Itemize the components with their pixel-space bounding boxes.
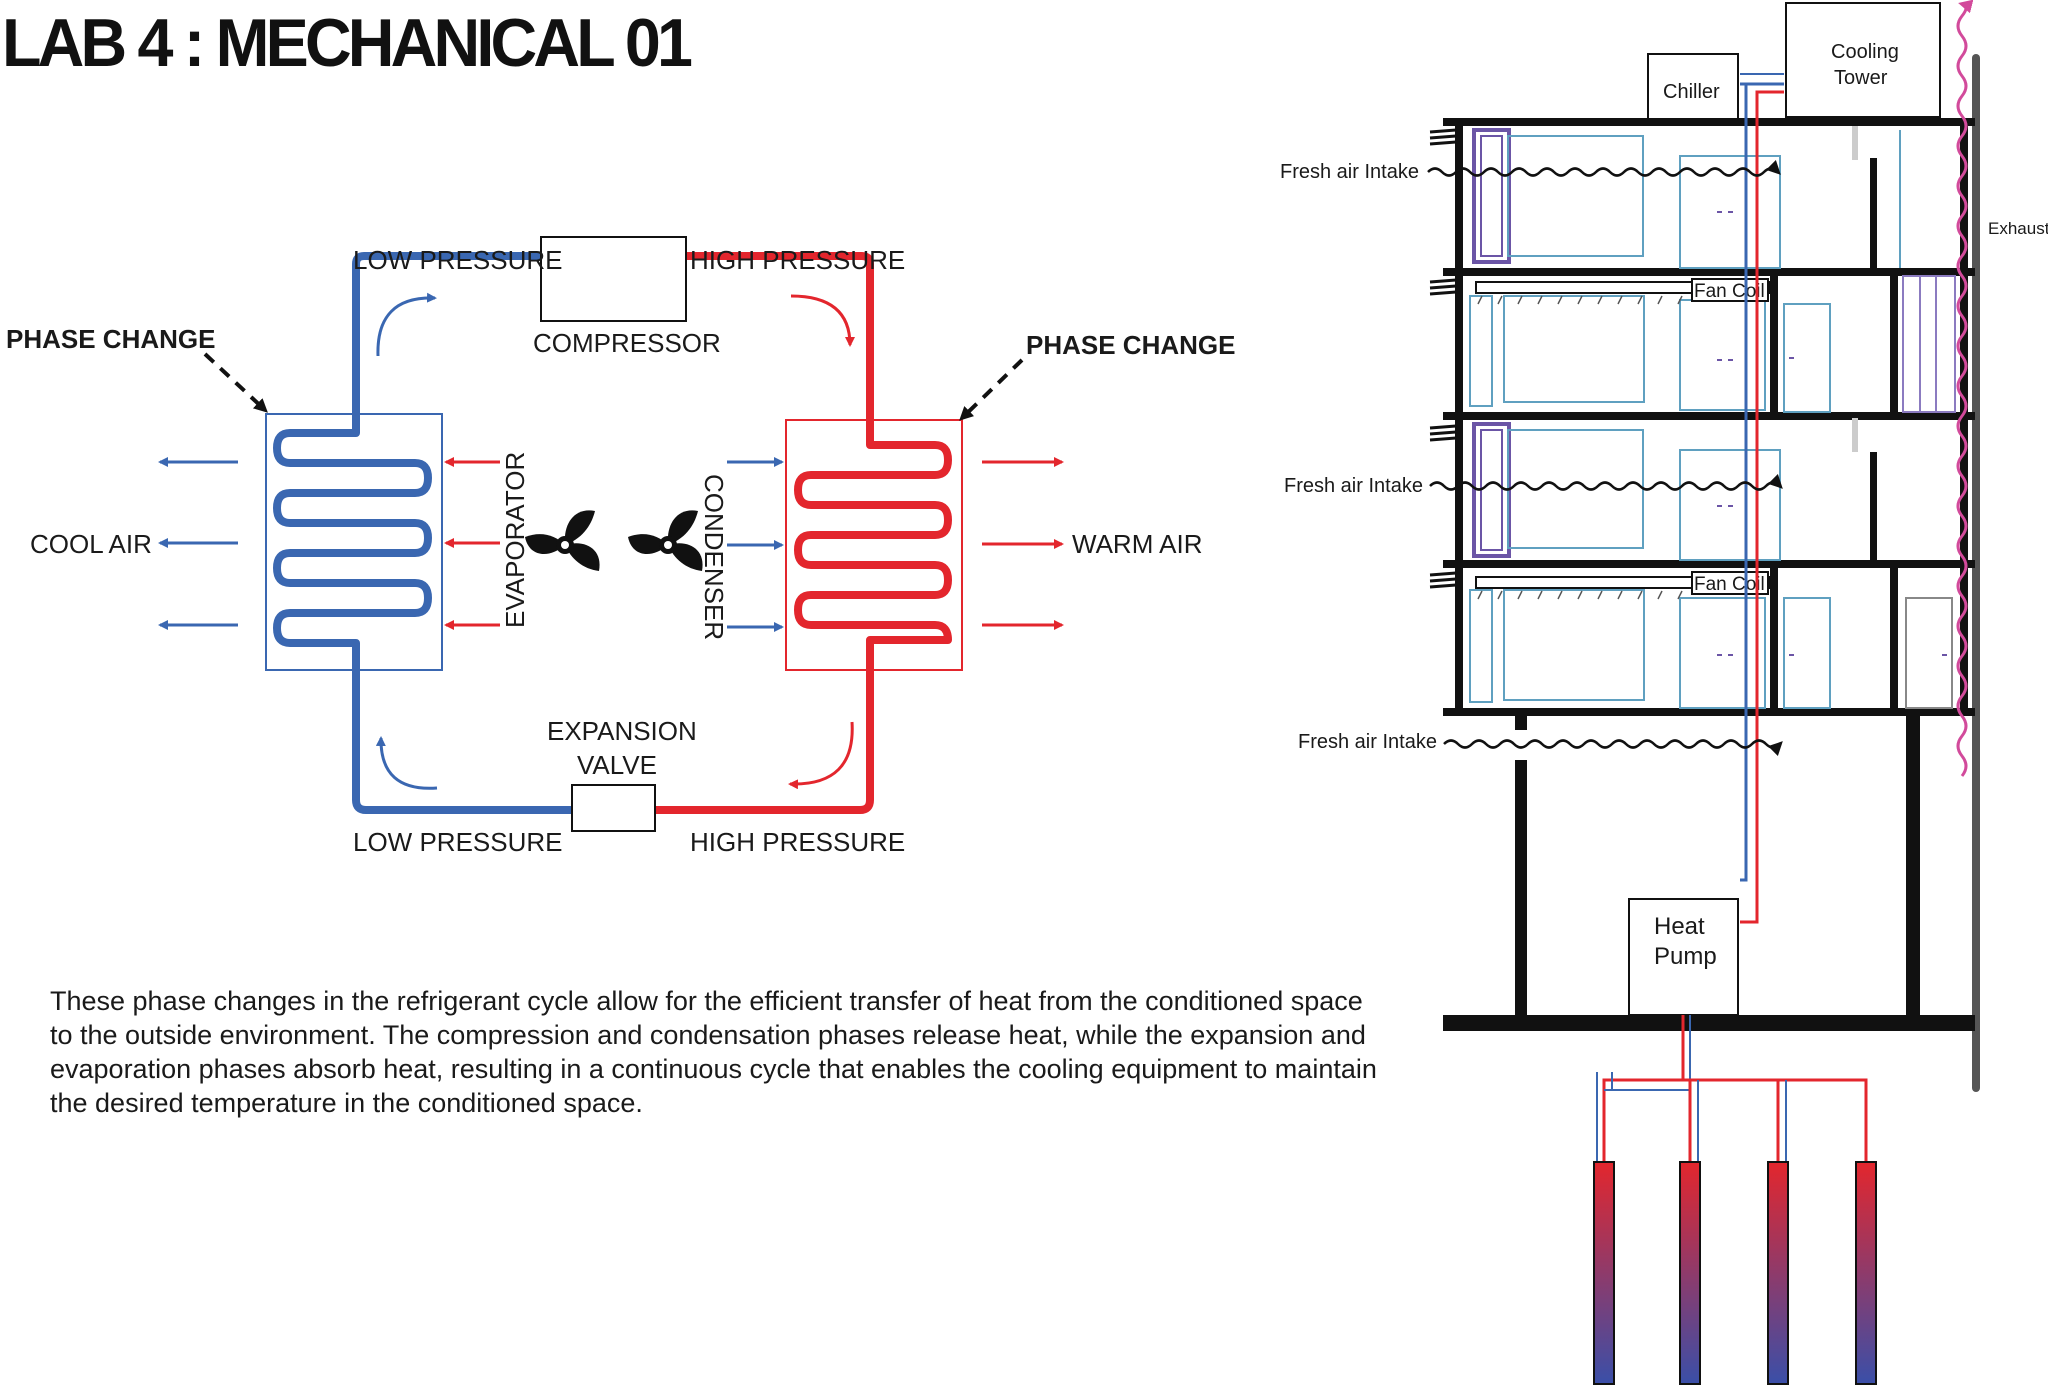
compressor-label: COMPRESSOR xyxy=(533,328,721,358)
fan-coil-box xyxy=(1691,278,1769,302)
ground-slab xyxy=(1443,1015,1975,1031)
borehole xyxy=(1855,1161,1877,1385)
fan-coil-label: Fan Coil xyxy=(1694,574,1765,595)
paragraph-line: the desired temperature in the condition… xyxy=(50,1088,643,1118)
fan-coil-label: Fan Coil xyxy=(1694,281,1765,302)
refrigerant-cycle: LOW PRESSURE HIGH PRESSURE COMPRESSOR PH… xyxy=(6,236,1235,857)
cool-air-label: COOL AIR xyxy=(30,529,152,559)
door-handles xyxy=(1717,211,1947,656)
evaporator-coil xyxy=(273,414,432,670)
ceiling-diffuser xyxy=(1475,576,1771,589)
warm-air-label: WARM AIR xyxy=(1072,529,1202,559)
exhaust-label: Exhaust xyxy=(1988,219,2048,238)
supply-duct xyxy=(1480,135,1503,257)
flow-arrow-condenser-return xyxy=(788,721,854,790)
cooling-tower-label: Cooling xyxy=(1831,41,1899,63)
interior-wall xyxy=(1890,268,1898,416)
evaporator-box xyxy=(265,413,443,671)
interior-wall xyxy=(1770,268,1778,416)
heat-pump-label: Heat xyxy=(1654,913,1705,940)
expansion-valve-label: VALVE xyxy=(577,750,657,780)
borehole xyxy=(1767,1161,1789,1385)
low-pressure-top-label: LOW PRESSURE xyxy=(353,245,563,275)
supply-duct xyxy=(1472,128,1511,264)
low-pressure-bottom-label: LOW PRESSURE xyxy=(353,827,563,857)
cold-riser-pipe xyxy=(1740,84,1748,882)
louvre-vents xyxy=(1429,128,1457,589)
ground-loop-pipes xyxy=(1596,1015,1868,1162)
page-title: LAB 4 : MECHANICAL 01 xyxy=(2,5,693,81)
exhaust-arrow xyxy=(1956,0,1974,777)
floor-slab xyxy=(1443,412,1975,420)
floor-slab xyxy=(1443,708,1975,716)
fresh-air-intake-label: Fresh air Intake xyxy=(1284,475,1423,497)
condenser-label: CONDENSER xyxy=(699,474,729,640)
paragraph-line: to the outside environment. The compress… xyxy=(50,1020,1366,1050)
condenser-box xyxy=(785,419,963,671)
fresh-air-wave xyxy=(1427,159,1781,177)
interior-wall xyxy=(1770,560,1778,708)
expansion-valve-label: EXPANSION xyxy=(547,716,697,746)
flow-arrow-evaporator-up xyxy=(376,292,437,357)
right-wall xyxy=(1960,118,1968,716)
interior-wall-stub xyxy=(1870,158,1877,268)
interior-wall-stub xyxy=(1870,452,1877,562)
fan-coil-box xyxy=(1691,571,1769,595)
phase-change-right-label: PHASE CHANGE xyxy=(1026,330,1235,360)
fresh-air-wave xyxy=(1429,473,1783,491)
ground-column xyxy=(1515,760,1527,1016)
left-wall xyxy=(1455,118,1463,716)
fresh-air-wave xyxy=(1443,739,1783,757)
interior-wall xyxy=(1890,560,1898,708)
condenser-coil xyxy=(794,420,952,670)
hot-riser-pipe xyxy=(1740,90,1784,924)
phase-change-left-pointer xyxy=(203,352,268,413)
compressor-box xyxy=(540,236,687,322)
fresh-air-intake-label: Fresh air Intake xyxy=(1280,161,1419,183)
diffuser-ticks xyxy=(1477,295,1683,600)
borehole xyxy=(1679,1161,1701,1385)
floor-slab xyxy=(1443,268,1975,276)
low-pressure-pipe-bottom xyxy=(352,656,576,814)
chiller-box xyxy=(1647,53,1739,120)
paragraph-line: evaporation phases absorb heat, resultin… xyxy=(50,1054,1377,1084)
ground-column xyxy=(1906,716,1920,1016)
condenser-fan-icon xyxy=(628,510,703,571)
evaporator-fan-icon xyxy=(525,510,600,571)
high-pressure-top-label: HIGH PRESSURE xyxy=(690,245,905,275)
building-section: Chiller Cooling Tower xyxy=(1280,0,2048,1385)
roof-slab xyxy=(1443,118,1975,126)
ceiling-diffuser xyxy=(1475,281,1771,294)
borehole xyxy=(1593,1161,1615,1385)
evaporator-label: EVAPORATOR xyxy=(500,452,530,628)
paragraph-line: These phase changes in the refrigerant c… xyxy=(50,986,1363,1016)
low-pressure-pipe-top xyxy=(352,252,545,418)
chiller-label: Chiller xyxy=(1663,81,1720,103)
high-pressure-bottom-label: HIGH PRESSURE xyxy=(690,827,905,857)
supply-duct xyxy=(1480,429,1503,551)
cooling-tower-box xyxy=(1785,2,1941,118)
phase-change-left-label: PHASE CHANGE xyxy=(6,324,215,354)
fresh-air-intake-label: Fresh air Intake xyxy=(1298,731,1437,753)
phase-change-right-pointer xyxy=(959,358,1024,421)
flow-arrow-condenser-down xyxy=(790,294,855,347)
expansion-valve-box xyxy=(571,784,656,832)
description-paragraph: These phase changes in the refrigerant c… xyxy=(50,984,1380,1120)
floor-slab xyxy=(1443,560,1975,568)
high-pressure-pipe-bottom xyxy=(651,661,874,814)
flow-arrow-evaporator-return xyxy=(375,736,438,790)
cooling-tower-label: Tower xyxy=(1834,67,1888,89)
ground-column-stub xyxy=(1515,716,1527,730)
heat-pump-label: Pump xyxy=(1654,943,1717,970)
high-pressure-pipe-top xyxy=(682,252,874,424)
